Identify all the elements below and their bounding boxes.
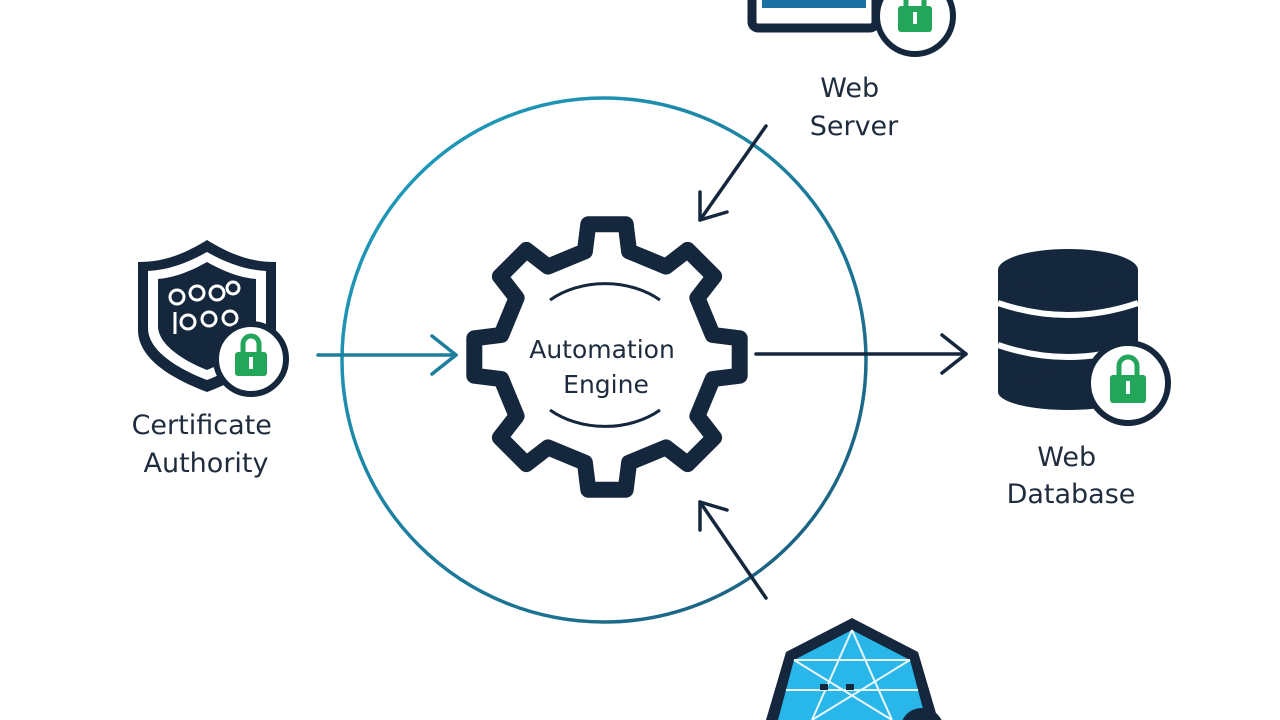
lock-badge-icon xyxy=(874,0,956,57)
web-database-label-line2: Database xyxy=(1007,479,1136,510)
monitor-icon xyxy=(747,0,881,33)
svg-text:Certificate Authority: Certificate Authority xyxy=(132,410,281,479)
arrow-bottom-to-engine xyxy=(698,500,768,600)
web-database-label-line1: Web xyxy=(1037,442,1096,473)
arrow-engine-to-database xyxy=(754,333,968,375)
automation-engine-label-line1: Automation xyxy=(529,335,675,364)
automation-engine-label-line2: Engine xyxy=(563,370,649,399)
certificate-authority-label-line2: Authority xyxy=(144,448,269,479)
gear-outline xyxy=(466,216,748,498)
web-database-node[interactable]: Web Database xyxy=(997,249,1171,510)
automation-engine-node[interactable]: Automation Engine xyxy=(466,216,748,498)
certificate-authority-node[interactable]: Certificate Authority xyxy=(132,240,289,479)
web-server-label-line1: Web xyxy=(820,73,879,104)
bottom-node[interactable] xyxy=(766,618,944,720)
gear-inner-arc-bottom xyxy=(549,408,661,428)
geodesic-globe-icon xyxy=(766,618,942,720)
gear-icon xyxy=(466,216,748,498)
svg-text:Web Database: Web Database xyxy=(1007,442,1136,510)
arrow-ca-to-engine xyxy=(316,334,458,376)
lock-badge-icon xyxy=(213,321,289,397)
lock-badge-icon xyxy=(1085,340,1171,426)
certificate-authority-label-line1: Certificate xyxy=(132,410,272,441)
svg-text:Web Server: Web Server xyxy=(810,73,899,142)
web-server-node[interactable]: Web Server xyxy=(747,0,956,142)
arrow-web-server-to-engine xyxy=(698,124,768,222)
lifecycle-ring xyxy=(340,96,868,624)
gear-inner-arc-top xyxy=(549,282,661,302)
web-server-label-line2: Server xyxy=(810,111,899,142)
svg-text:Automation Engine: Automation Engine xyxy=(529,335,683,399)
